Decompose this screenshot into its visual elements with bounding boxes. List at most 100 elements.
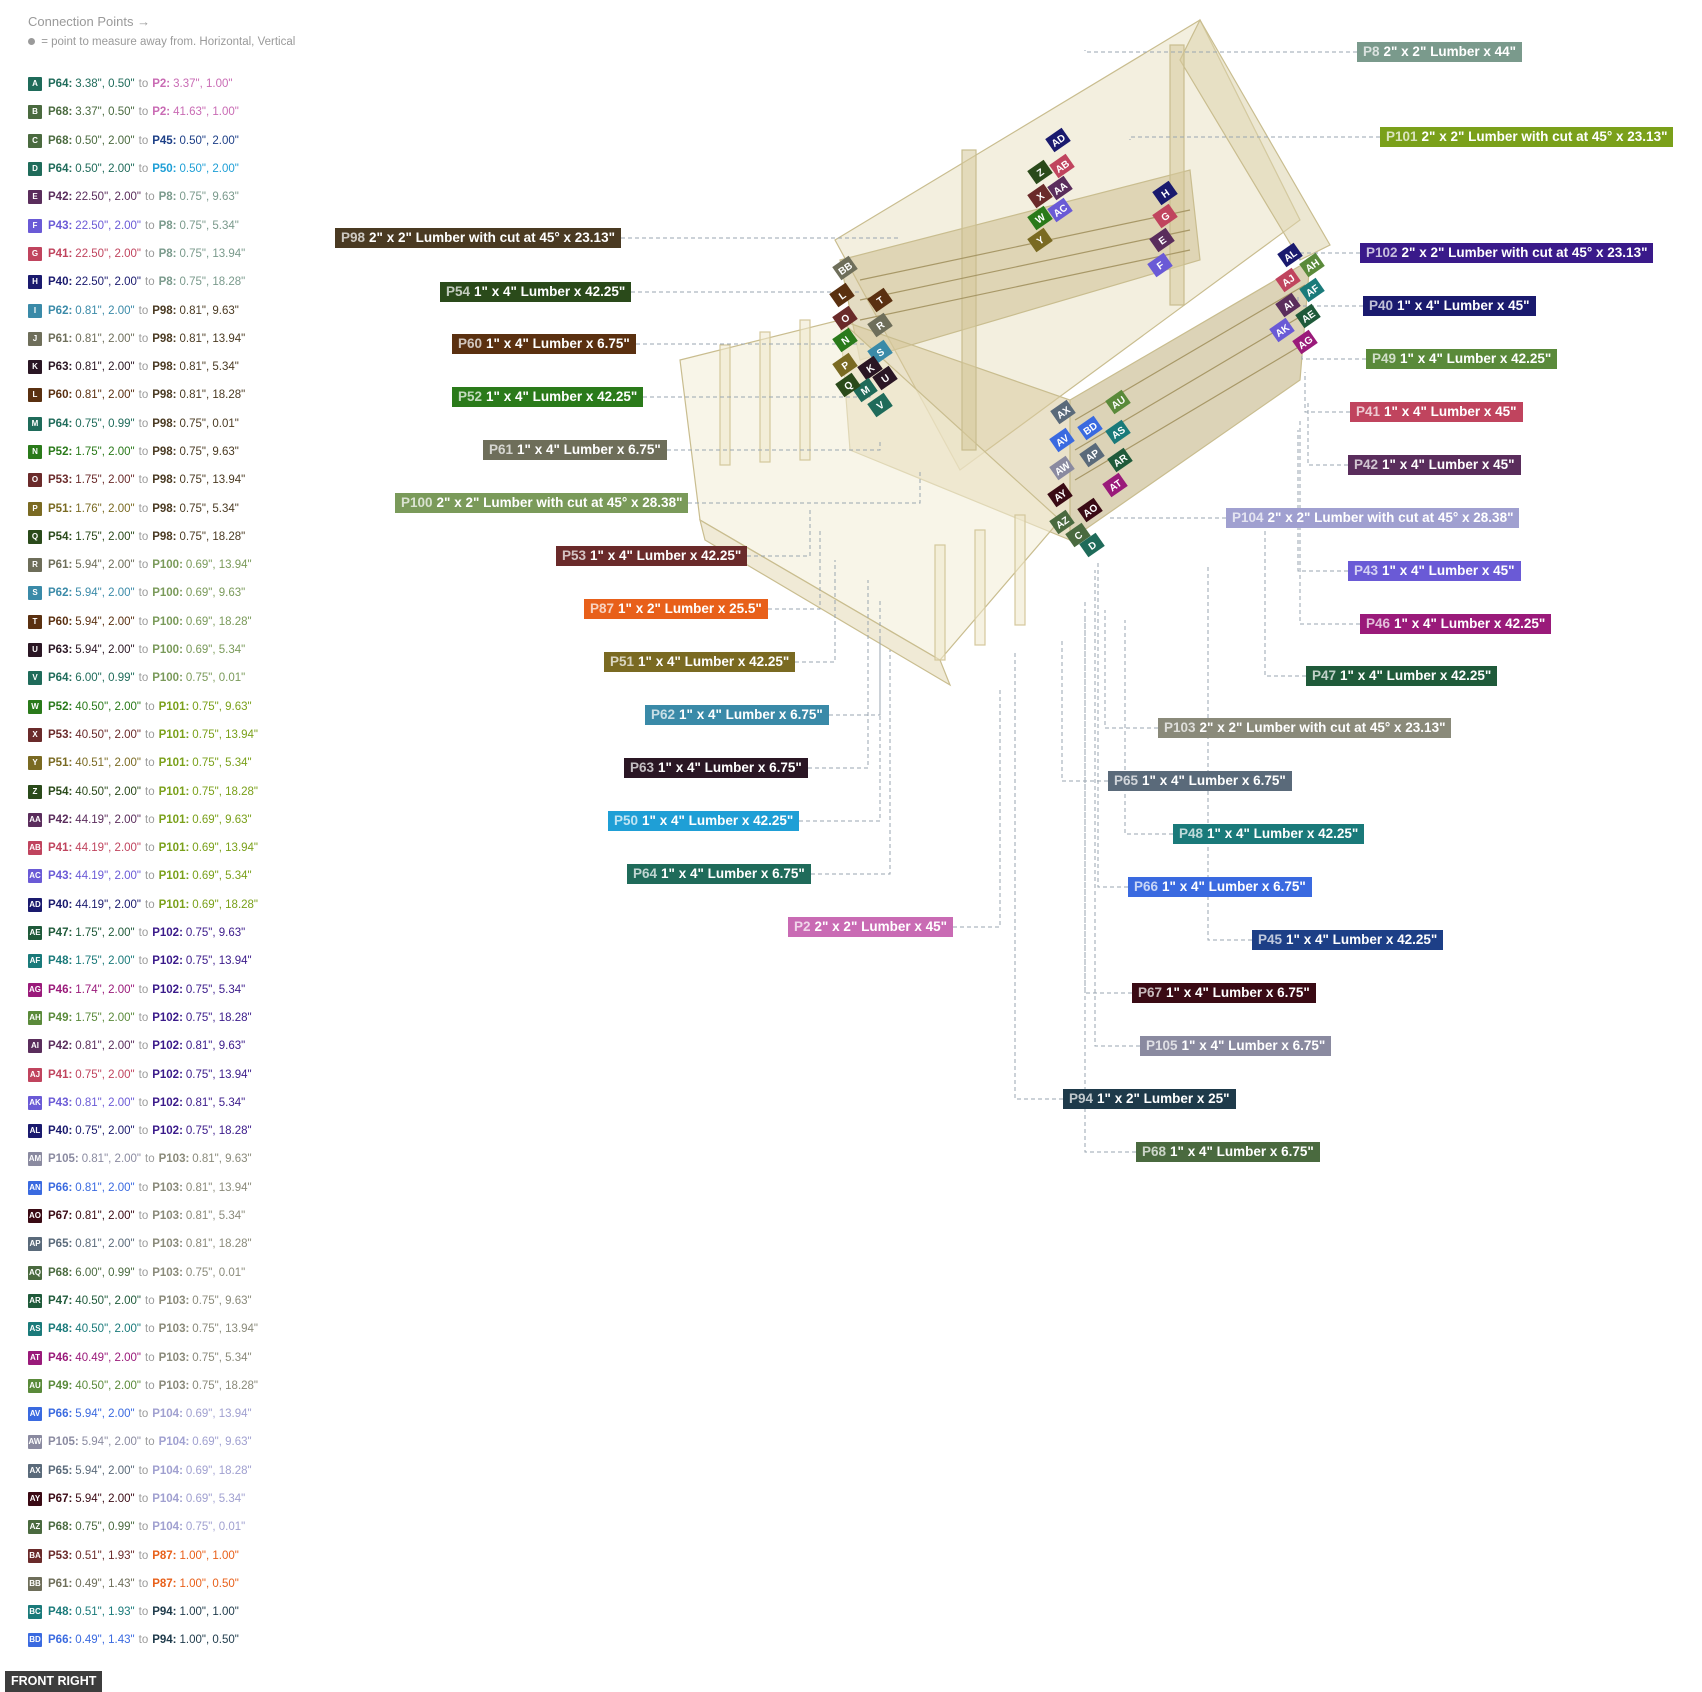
- connection-badge: AF: [28, 954, 42, 969]
- part-desc: 1" x 4" Lumber x 42.25": [1394, 616, 1546, 631]
- part-desc: 1" x 4" Lumber x 6.75": [1162, 879, 1306, 894]
- to-value: 1.00", 0.50": [179, 1577, 239, 1590]
- connection-marker: AA: [1047, 175, 1073, 201]
- to-part: P8:: [158, 247, 177, 260]
- to-connector: to: [138, 1266, 149, 1279]
- from-value: 0.81", 2.00": [75, 1096, 135, 1109]
- to-connector: to: [138, 615, 149, 628]
- to-value: 0.69", 18.28": [185, 1464, 252, 1477]
- to-value: 0.69", 9.63": [192, 1436, 252, 1449]
- to-part: P98:: [152, 474, 177, 487]
- connection-badge: F: [28, 218, 42, 233]
- connection-marker: AV: [1049, 427, 1075, 453]
- to-connector: to: [145, 191, 155, 204]
- connection-badge: AG: [28, 982, 42, 997]
- to-part: P100:: [152, 672, 183, 685]
- connection-badge: BC: [28, 1605, 42, 1620]
- connection-badge: S: [28, 586, 42, 601]
- connection-marker: AK: [1269, 317, 1295, 343]
- connection-badge: AO: [28, 1209, 42, 1224]
- to-part: P101:: [158, 700, 190, 713]
- to-part: P102:: [152, 1096, 183, 1109]
- connection-badge: AC: [28, 869, 42, 884]
- part-id: P104: [1232, 510, 1264, 525]
- leader-line: [1104, 610, 1158, 729]
- from-part: P43:: [48, 219, 73, 232]
- from-value: 1.76", 2.00": [75, 502, 135, 515]
- post-left: [961, 149, 977, 451]
- connection-marker: AP: [1079, 442, 1105, 468]
- to-value: 0.69", 13.94": [185, 1408, 252, 1421]
- part-id: P94: [1069, 1091, 1094, 1106]
- view-label: FRONT RIGHT: [5, 1671, 103, 1692]
- connection-marker: V: [867, 392, 893, 418]
- connection-badge: AK: [28, 1095, 42, 1110]
- from-value: 5.94", 2.00": [75, 644, 135, 657]
- leader-line: [829, 600, 881, 716]
- to-connector: to: [138, 1521, 149, 1534]
- from-value: 0.81", 2.00": [75, 1040, 135, 1053]
- to-value: 0.50", 2.00": [179, 134, 239, 147]
- from-value: 0.75", 0.99": [75, 1521, 135, 1534]
- connection-marker: Q: [835, 372, 861, 398]
- to-connector: to: [138, 644, 149, 657]
- from-value: 40.50", 2.00": [75, 728, 142, 741]
- to-value: 0.75", 5.34": [185, 983, 246, 996]
- from-value: 44.19", 2.00": [75, 813, 142, 826]
- to-part: P98:: [152, 502, 177, 515]
- from-part: P62:: [48, 304, 73, 317]
- legend-title: Connection Points →: [28, 14, 151, 29]
- to-part: P98:: [152, 304, 177, 317]
- from-value: 0.81", 2.00": [75, 332, 135, 345]
- connection-badge: D: [28, 162, 42, 177]
- part-desc: 2" x 2" Lumber with cut at 45° x 28.38": [436, 495, 683, 510]
- to-value: 0.69", 5.34": [192, 870, 252, 883]
- from-value: 0.75", 0.99": [75, 417, 135, 430]
- to-connector: to: [138, 1464, 149, 1477]
- part-id: P8: [1363, 44, 1380, 59]
- connection-marker: D: [1079, 532, 1105, 558]
- from-part: P63:: [48, 644, 73, 657]
- connection-badge: V: [28, 671, 42, 686]
- to-value: 1.00", 1.00": [179, 1606, 239, 1619]
- leader-line: [1097, 560, 1128, 888]
- to-value: 0.75", 0.01": [179, 417, 239, 430]
- part-id: P52: [458, 389, 483, 404]
- connection-marker: AD: [1045, 127, 1071, 153]
- connection-badge: BA: [28, 1548, 42, 1563]
- connection-badge: AX: [28, 1463, 42, 1478]
- from-value: 5.94", 2.00": [75, 615, 135, 628]
- part-id: P2: [794, 919, 811, 934]
- part-desc: 1" x 4" Lumber x 42.25": [642, 813, 794, 828]
- to-connector: to: [145, 1153, 155, 1166]
- leader-line: [643, 395, 871, 398]
- from-value: 0.81", 2.00": [75, 1210, 135, 1223]
- part-desc: 2" x 2" Lumber with cut at 45° x 23.13": [1401, 245, 1648, 260]
- connection-marker: AU: [1105, 389, 1131, 415]
- connection-marker: F: [1147, 252, 1173, 278]
- from-value: 0.50", 2.00": [75, 163, 135, 176]
- from-part: P68:: [48, 1521, 73, 1534]
- part-desc: 1" x 2" Lumber x 25": [1097, 1091, 1230, 1106]
- to-part: P94:: [152, 1606, 177, 1619]
- to-connector: to: [138, 1011, 149, 1024]
- part-id: P51: [610, 654, 635, 669]
- from-value: 0.49", 1.43": [75, 1634, 135, 1647]
- from-value: 40.50", 2.00": [75, 785, 142, 798]
- to-part: P104:: [152, 1464, 183, 1477]
- to-value: 0.81", 5.34": [185, 1210, 246, 1223]
- from-value: 22.50", 2.00": [75, 191, 142, 204]
